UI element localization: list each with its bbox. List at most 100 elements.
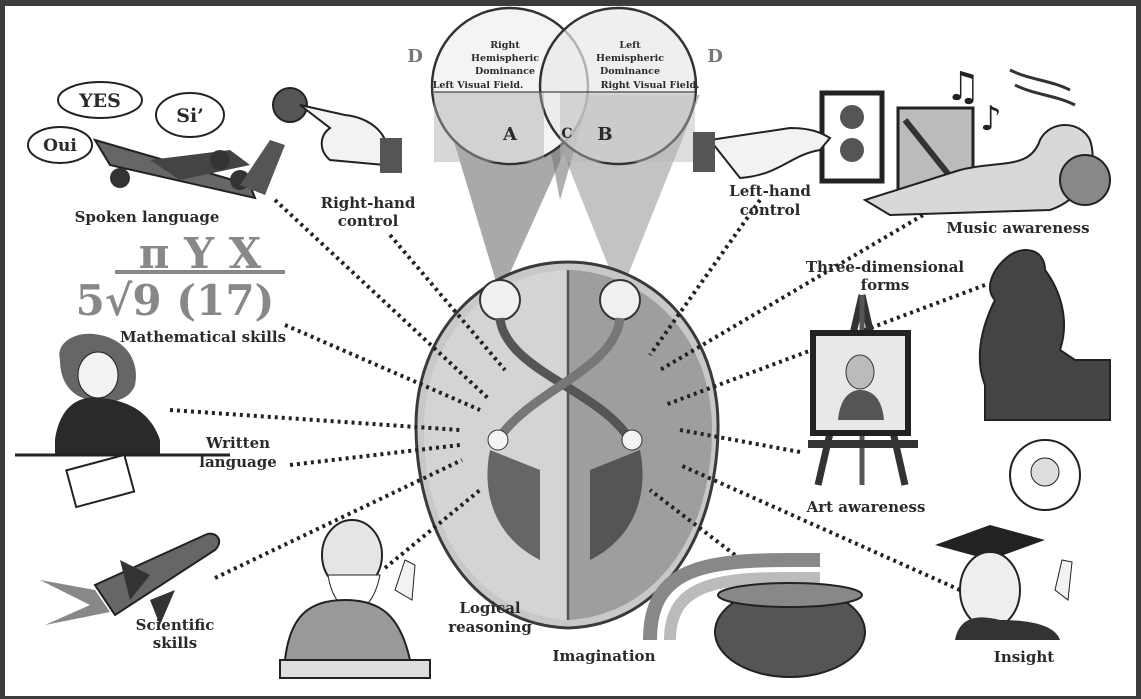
music-illustration: ♫ ♪ Music awareness (862, 63, 1111, 237)
oui-bubble (27, 126, 93, 164)
writer-body (55, 397, 160, 455)
lower-right-field-fill (560, 92, 695, 162)
marker-a: A (502, 124, 518, 145)
written-language-label-2: language (199, 453, 276, 471)
scholar-robe (283, 598, 412, 661)
left-hand (708, 126, 832, 180)
lightbulb (1030, 457, 1060, 487)
si-text: Si’ (176, 105, 204, 127)
spoken-language-label: Spoken language (75, 208, 220, 226)
left-eye (479, 279, 521, 321)
graduate-finger (1054, 559, 1073, 601)
left-title-line1: Left (619, 40, 641, 51)
optic-path-left (495, 317, 634, 443)
si-bubble (155, 92, 225, 138)
rocket-fins (120, 560, 175, 625)
yes-bubble (57, 81, 143, 119)
three-d-label-2: forms (861, 276, 910, 294)
right-title-line1: Right (490, 40, 520, 51)
scientific-illustration: Scientific skills (40, 532, 221, 652)
written-language-label-1: Written (205, 434, 270, 452)
mortarboard (935, 525, 1045, 560)
connector-written-2 (289, 443, 461, 467)
optic-path-right (494, 317, 625, 443)
music-note-1: ♫ (945, 63, 981, 110)
right-title-line3: Dominance (475, 66, 535, 77)
math-illustration: π Y X 5√9 (17) Mathematical skills (76, 229, 286, 346)
left-visual-field-label: Left Visual Field. (433, 80, 524, 91)
right-hand-cuff (380, 138, 402, 173)
right-title-line2: Hemispheric (471, 53, 539, 64)
pot-rim (717, 582, 863, 608)
scholar-finger (394, 559, 416, 601)
right-visual-field-label: Right Visual Field. (601, 80, 700, 91)
marker-d-right: D (707, 46, 723, 67)
music-awareness-label: Music awareness (946, 219, 1089, 237)
switch-button-top (840, 105, 864, 129)
open-book (279, 659, 431, 679)
written-language-illustration: Written language (15, 333, 277, 509)
rocket-exhaust (40, 580, 110, 625)
red-button (272, 87, 308, 123)
graduate-face (959, 551, 1021, 629)
art-awareness-label: Art awareness (806, 498, 926, 516)
right-lgn (621, 429, 643, 451)
rainbow-outer (643, 553, 820, 641)
imagination-illustration: Imagination (553, 553, 866, 678)
scientific-label-1: Scientific (136, 616, 215, 634)
left-dominance-circle (538, 6, 698, 166)
music-note-2: ♪ (980, 99, 1002, 139)
airplane-engine-1 (110, 168, 130, 188)
marker-c: C (561, 126, 572, 142)
art-illustration: Art awareness (806, 294, 926, 516)
mathematical-skills-label: Mathematical skills (120, 328, 286, 346)
scientific-label-2: skills (153, 634, 197, 652)
three-d-illustration: Three-dimensional forms (806, 249, 1111, 421)
rainbow-inner (664, 572, 820, 641)
easel-shelf (808, 440, 918, 448)
right-hand-label-1: Right-hand (321, 194, 416, 212)
left-hand-cuff (693, 132, 715, 172)
switch-button-bottom (840, 138, 864, 162)
yes-text: YES (78, 90, 121, 112)
logical-label-2: reasoning (448, 618, 532, 636)
right-occipital (590, 450, 643, 560)
graduate-body (955, 617, 1060, 640)
hemisphere-venn: Right Hemispheric Dominance Left Hemisph… (407, 6, 723, 166)
insight-label: Insight (994, 648, 1054, 666)
brain (414, 260, 720, 630)
left-occipital (487, 450, 540, 560)
left-title-line3: Dominance (600, 66, 660, 77)
airplane-tail (240, 140, 285, 195)
insight-illustration: Insight (935, 439, 1081, 666)
oui-text: Oui (43, 136, 77, 156)
rocket-body (93, 532, 221, 617)
logical-label-1: Logical (459, 599, 521, 617)
lower-left-field-fill (434, 92, 544, 162)
left-title-line2: Hemispheric (596, 53, 664, 64)
left-hand-illustration: Left-hand control (693, 90, 885, 219)
left-hand-label-1: Left-hand (729, 182, 811, 200)
logical-illustration: Logical reasoning (279, 519, 532, 679)
right-hand-illustration: Right-hand control (272, 87, 416, 230)
connector-right-hand (388, 233, 507, 372)
marker-d-left: D (407, 46, 423, 67)
spoken-language-illustration: YES Si’ Oui Spoken language (27, 81, 285, 226)
connector-insight (679, 463, 961, 592)
thinker-statue (978, 249, 1111, 421)
marker-b: B (597, 124, 612, 145)
right-hand (299, 104, 389, 167)
sound-waves (1009, 68, 1076, 107)
portrait-head (845, 354, 875, 390)
math-bottom: 5√9 (17) (76, 276, 275, 325)
writer-face (77, 351, 119, 399)
right-eye (599, 279, 641, 321)
connector-math (284, 323, 481, 412)
portrait-body (838, 390, 884, 420)
writing-paper (65, 453, 136, 509)
right-hand-label-2: control (338, 212, 399, 230)
imagination-label: Imagination (553, 647, 656, 665)
beach-ball (1059, 154, 1111, 206)
